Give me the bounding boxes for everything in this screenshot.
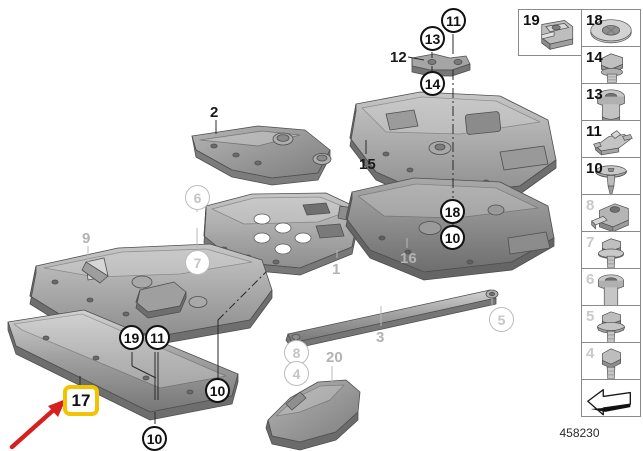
legend-cell-13[interactable]: 13	[581, 83, 641, 121]
circle-10-mid[interactable]: 10	[440, 225, 465, 250]
parts-legend-sidebar: 19 18 14 13	[518, 9, 641, 421]
legend-number-5: 5	[586, 308, 595, 325]
circle-7-upper[interactable]: 7	[185, 250, 210, 275]
legend-number-14: 14	[586, 49, 603, 66]
legend-cell-4[interactable]: 4	[581, 342, 641, 380]
part-3-strut-rod	[285, 289, 499, 350]
legend-cell-19[interactable]: 19	[518, 9, 582, 56]
circle-11-top[interactable]: 11	[441, 8, 466, 33]
legend-number-7: 7	[586, 234, 595, 251]
circle-10-right[interactable]: 10	[205, 378, 230, 403]
legend-cell-5[interactable]: 5	[581, 305, 641, 343]
legend-cell-6[interactable]: 6	[581, 268, 641, 306]
annotation-arrow	[9, 399, 66, 450]
circle-8[interactable]: 8	[284, 340, 309, 365]
legend-number-8: 8	[586, 197, 595, 214]
part-1-reinforcement-plate	[203, 192, 361, 276]
label-9[interactable]: 9	[82, 230, 91, 247]
legend-cell-7[interactable]: 7	[581, 231, 641, 269]
legend-cell-8[interactable]: 8	[581, 194, 641, 232]
label-16[interactable]: 16	[400, 250, 417, 267]
label-15[interactable]: 15	[359, 156, 376, 173]
label-1[interactable]: 1	[332, 261, 341, 278]
part-7-left-bracket	[135, 281, 187, 319]
legend-cell-10[interactable]: 10	[581, 157, 641, 195]
legend-number-13: 13	[586, 86, 603, 103]
part-12-mounting-bracket	[411, 53, 471, 77]
label-3[interactable]: 3	[376, 329, 385, 346]
legend-cell-18[interactable]: 18	[581, 9, 641, 47]
circle-5[interactable]: 5	[489, 307, 514, 332]
diagram-serial-number: 458230	[559, 426, 600, 440]
legend-number-10: 10	[586, 160, 603, 177]
circle-6[interactable]: 6	[185, 185, 210, 210]
circle-19[interactable]: 19	[119, 325, 144, 350]
circle-14[interactable]: 14	[420, 71, 445, 96]
legend-cell-11[interactable]: 11	[581, 120, 641, 158]
part-20-air-deflector	[265, 379, 361, 451]
label-2[interactable]: 2	[210, 104, 219, 121]
legend-number-11: 11	[586, 123, 602, 140]
legend-number-6: 6	[586, 271, 595, 288]
legend-number-19: 19	[523, 12, 540, 29]
part-17-front-cross-member	[7, 309, 239, 421]
legend-number-4: 4	[586, 345, 595, 362]
circle-10-low[interactable]: 10	[142, 426, 167, 451]
label-12[interactable]: 12	[390, 49, 407, 66]
legend-cell-direction-arrow[interactable]	[581, 379, 641, 417]
circle-4[interactable]: 4	[284, 361, 309, 386]
legend-number-18: 18	[586, 12, 603, 29]
circle-11-low[interactable]: 11	[145, 325, 170, 350]
legend-column-right: 18 14 13 11	[581, 9, 641, 417]
legend-column-left: 19	[518, 9, 582, 56]
highlighted-part-number-17[interactable]: 17	[63, 385, 99, 416]
circle-18[interactable]: 18	[440, 199, 465, 224]
label-20[interactable]: 20	[326, 349, 343, 366]
circle-13[interactable]: 13	[420, 26, 445, 51]
legend-cell-14[interactable]: 14	[581, 46, 641, 84]
part-2-cross-brace	[191, 125, 332, 186]
